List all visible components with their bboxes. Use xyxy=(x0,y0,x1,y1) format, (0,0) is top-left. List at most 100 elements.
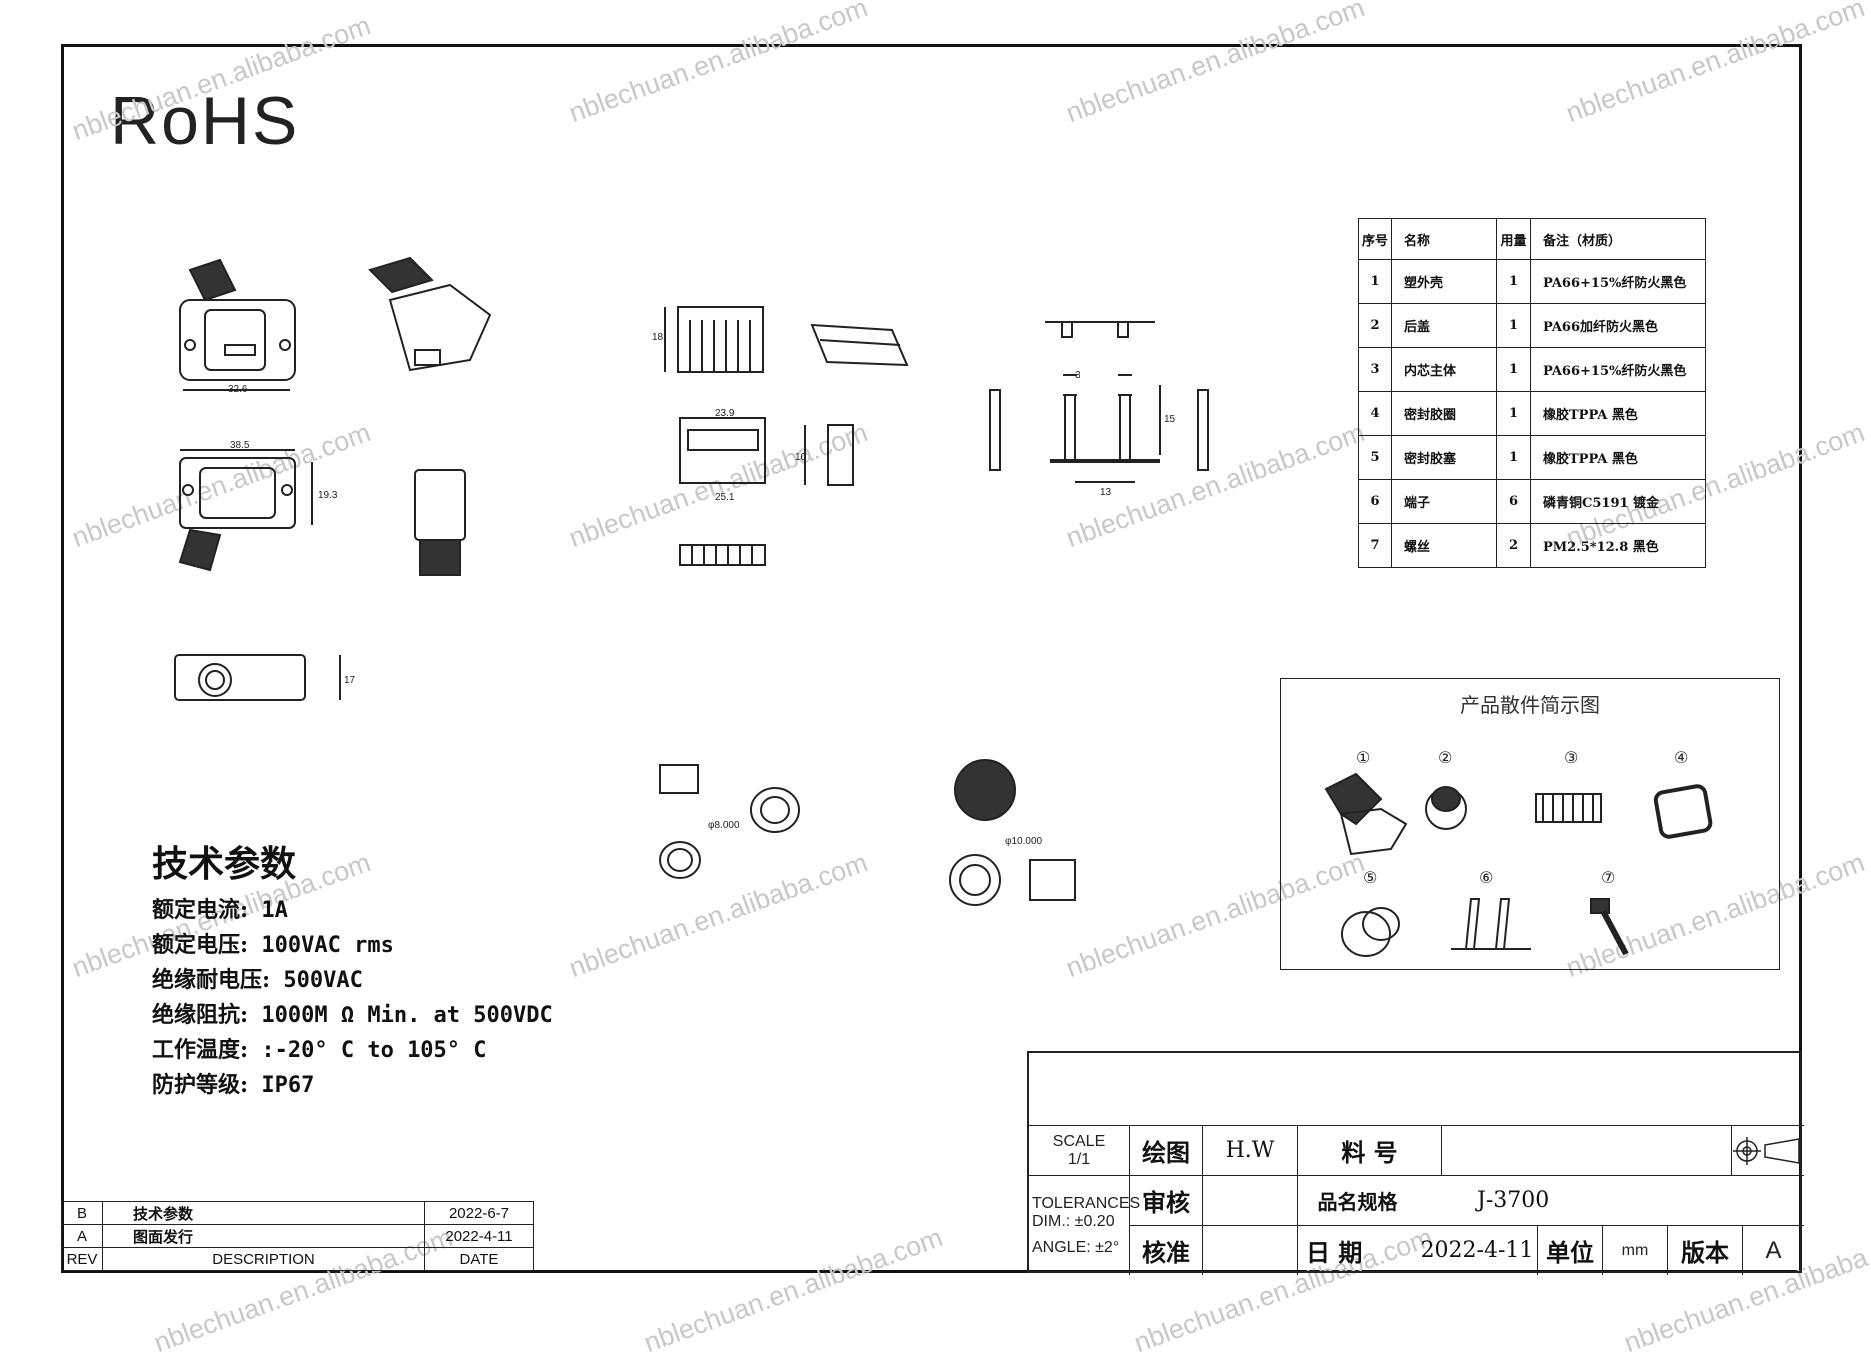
unit-label: 单位 xyxy=(1546,1238,1594,1267)
cell: PM2.5*12.8 黑色 xyxy=(1530,523,1706,568)
cell: 1 xyxy=(1496,259,1531,304)
part-callout: ① xyxy=(1356,748,1370,767)
approve-label: 核准 xyxy=(1142,1238,1190,1267)
spec-value: J-3700 xyxy=(1477,1188,1550,1213)
drawn-value: H.W xyxy=(1225,1138,1275,1163)
rev-date: 2022-6-7 xyxy=(424,1201,534,1225)
date-label-cell: 日 期 xyxy=(1297,1225,1417,1275)
unit-label-cell: 单位 xyxy=(1537,1225,1602,1275)
tech-line: 额定电流: 1A xyxy=(152,893,553,928)
part-no-label-cell: 料 号 xyxy=(1297,1125,1441,1175)
cell: 1 xyxy=(1496,303,1531,348)
dim-label: 10 xyxy=(795,452,807,463)
cell: 6 xyxy=(1496,479,1531,524)
tech-line: 绝缘耐电压: 500VAC xyxy=(152,963,553,998)
part-callout: ⑤ xyxy=(1363,868,1377,887)
col-header: 名称 xyxy=(1391,218,1497,260)
table-row: 2 后盖 1 PA66加纤防火黑色 xyxy=(1358,303,1706,348)
date-value-cell: 2022-4-11 xyxy=(1417,1225,1537,1275)
table-row: 1 塑外壳 1 PA66+15%纤防火黑色 xyxy=(1358,259,1706,304)
cover-views: φ10.000 xyxy=(949,759,1076,906)
cell: 橡胶TPPA 黑色 xyxy=(1530,435,1706,480)
core-top-view: 23.9 25.1 xyxy=(679,408,766,503)
tech-line: 工作温度: :-20° C to 105° C xyxy=(152,1033,553,1068)
cell: 螺丝 xyxy=(1391,523,1497,568)
cell: 3 xyxy=(1358,347,1392,392)
exploded-parts-drawing: ① ② ③ ④ ⑤ ⑥ ⑦ xyxy=(1324,748,1713,957)
rohs-mark: RoHS xyxy=(110,83,300,159)
cell: 内芯主体 xyxy=(1391,347,1497,392)
dim-label: 15 xyxy=(1164,414,1176,425)
core-iso-view xyxy=(810,323,909,367)
table-row: 3 内芯主体 1 PA66+15%纤防火黑色 xyxy=(1358,347,1706,392)
col-header: 序号 xyxy=(1358,218,1392,260)
connector-side-view xyxy=(414,469,466,576)
spec-label-cell: 品名规格 xyxy=(1297,1175,1417,1225)
drawn-value-cell: H.W xyxy=(1202,1125,1297,1175)
unit-value: mm xyxy=(1621,1241,1649,1259)
connector-bottom-view: 17 xyxy=(174,654,356,701)
part-callout: ③ xyxy=(1564,748,1578,767)
title-block: SCALE 1/1 绘图 H.W 料 号 TOLERANCES DIM.: ±0… xyxy=(1027,1051,1804,1275)
dim-label: 32.6 xyxy=(228,384,248,395)
cell: 橡胶TPPA 黑色 xyxy=(1530,391,1706,436)
check-label-cell: 审核 xyxy=(1129,1175,1202,1225)
tech-value: 100VAC rms xyxy=(248,933,394,958)
connector-top-view: 38.5 19.3 xyxy=(178,440,338,572)
drawing-sheet-border xyxy=(61,44,1802,1273)
revision-table: B 技术参数 2022-6-7 A 图面发行 2022-4-11 REV DES… xyxy=(61,1201,534,1271)
part-no-value-cell xyxy=(1441,1125,1731,1175)
table-row: 7 螺丝 2 PM2.5*12.8 黑色 xyxy=(1358,523,1706,568)
drawn-label-cell: 绘图 xyxy=(1129,1125,1202,1175)
table-row: 5 密封胶塞 1 橡胶TPPA 黑色 xyxy=(1358,435,1706,480)
tech-value: :-20° C to 105° C xyxy=(248,1038,487,1063)
dim-label: 13 xyxy=(1100,487,1112,498)
dim-label: 3 xyxy=(1075,370,1081,381)
tech-key: 额定电压: xyxy=(152,932,249,958)
core-bottom-view xyxy=(679,544,766,566)
tech-value: IP67 xyxy=(248,1073,315,1098)
table-row: A 图面发行 2022-4-11 xyxy=(61,1224,534,1248)
dim-label: 38.5 xyxy=(230,440,250,451)
dim-label: 19.3 xyxy=(318,490,338,501)
cell: 塑外壳 xyxy=(1391,259,1497,304)
cell: 1 xyxy=(1358,259,1392,304)
version-label-cell: 版本 xyxy=(1667,1225,1742,1275)
scale-cell: SCALE 1/1 xyxy=(1029,1125,1129,1175)
tol-label: TOLERANCES xyxy=(1032,1194,1141,1212)
part-callout: ④ xyxy=(1674,748,1688,767)
dim-label: φ8.000 xyxy=(708,820,740,831)
part-callout: ⑥ xyxy=(1479,868,1493,887)
cell: 2 xyxy=(1358,303,1392,348)
rev-desc: 技术参数 xyxy=(102,1201,425,1225)
cell: 6 xyxy=(1358,479,1392,524)
tech-key: 防护等级: xyxy=(152,1072,249,1098)
version-value: A xyxy=(1765,1236,1782,1264)
version-label: 版本 xyxy=(1681,1238,1729,1267)
date-label: 日 期 xyxy=(1306,1238,1363,1267)
scale-value: 1/1 xyxy=(1067,1150,1091,1168)
cell: 7 xyxy=(1358,523,1392,568)
table-row: 6 端子 6 磷青铜C5191 镀金 xyxy=(1358,479,1706,524)
projection-icon xyxy=(1733,1136,1800,1165)
version-value-cell: A xyxy=(1742,1225,1804,1275)
col-header: 用量 xyxy=(1496,218,1531,260)
check-value-cell xyxy=(1202,1175,1297,1225)
cell: 1 xyxy=(1496,347,1531,392)
cell: 4 xyxy=(1358,391,1392,436)
unit-value-cell: mm xyxy=(1602,1225,1667,1275)
tech-key: 额定电流: xyxy=(152,897,249,923)
table-row: B 技术参数 2022-6-7 xyxy=(61,1201,534,1225)
core-side-view: 10 xyxy=(795,424,854,486)
technical-drawings: 32.6 38.5 19.3 17 18 xyxy=(174,256,1209,906)
part-no-label: 料 号 xyxy=(1341,1138,1398,1167)
tech-value: 500VAC xyxy=(270,968,363,993)
exploded-view-title: 产品散件简示图 xyxy=(1460,693,1600,717)
connector-front-view: 32.6 xyxy=(179,258,296,395)
part-callout: ⑦ xyxy=(1601,868,1615,887)
projection-symbol-cell xyxy=(1731,1125,1804,1175)
table-row: 4 密封胶圈 1 橡胶TPPA 黑色 xyxy=(1358,391,1706,436)
terminal-views: 13 3 15 xyxy=(989,321,1209,498)
approve-value-cell xyxy=(1202,1225,1297,1275)
connector-iso-view xyxy=(368,256,492,372)
